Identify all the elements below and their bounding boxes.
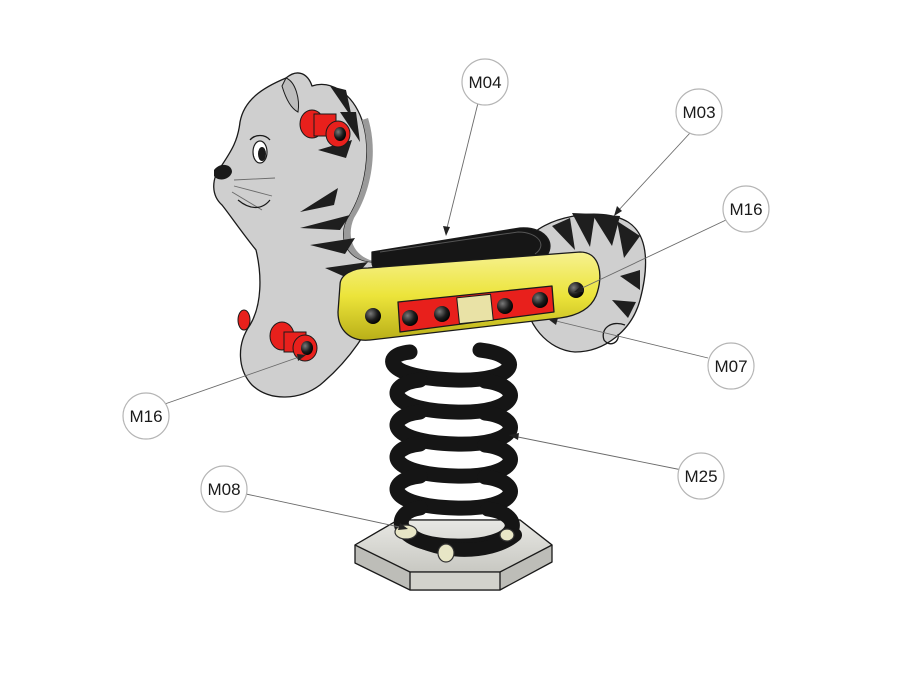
callout-m03-label: M03 — [682, 103, 715, 122]
foot-rest-lower — [237, 309, 318, 362]
name-plate-bracket — [397, 285, 555, 333]
leader-m07 — [551, 319, 709, 359]
coil-spring — [385, 342, 522, 557]
callout-m04: M04 — [461, 58, 509, 106]
callout-m07: M07 — [707, 342, 755, 390]
callout-m16-right-label: M16 — [729, 200, 762, 219]
leader-m16-right — [577, 219, 727, 291]
callout-m07-label: M07 — [714, 357, 747, 376]
leader-m08 — [245, 493, 405, 529]
leader-m04 — [445, 102, 479, 233]
callout-m03: M03 — [675, 88, 723, 136]
leader-lines — [161, 102, 727, 530]
callout-m08-label: M08 — [207, 480, 240, 499]
frame-bolts — [365, 282, 584, 326]
callout-m25-label: M25 — [684, 467, 717, 486]
leader-m16-left — [161, 355, 303, 406]
leader-m25 — [512, 435, 683, 471]
callout-m08: M08 — [200, 465, 248, 513]
callout-m04-label: M04 — [468, 73, 501, 92]
callout-m25: M25 — [677, 452, 725, 500]
callout-m16-left-label: M16 — [129, 407, 162, 426]
leader-m03 — [616, 132, 691, 213]
hand-grip-upper — [299, 109, 351, 148]
callout-m16-left: M16 — [122, 392, 170, 440]
callout-m16-right: M16 — [722, 185, 770, 233]
spring-clamp-right — [437, 528, 515, 563]
